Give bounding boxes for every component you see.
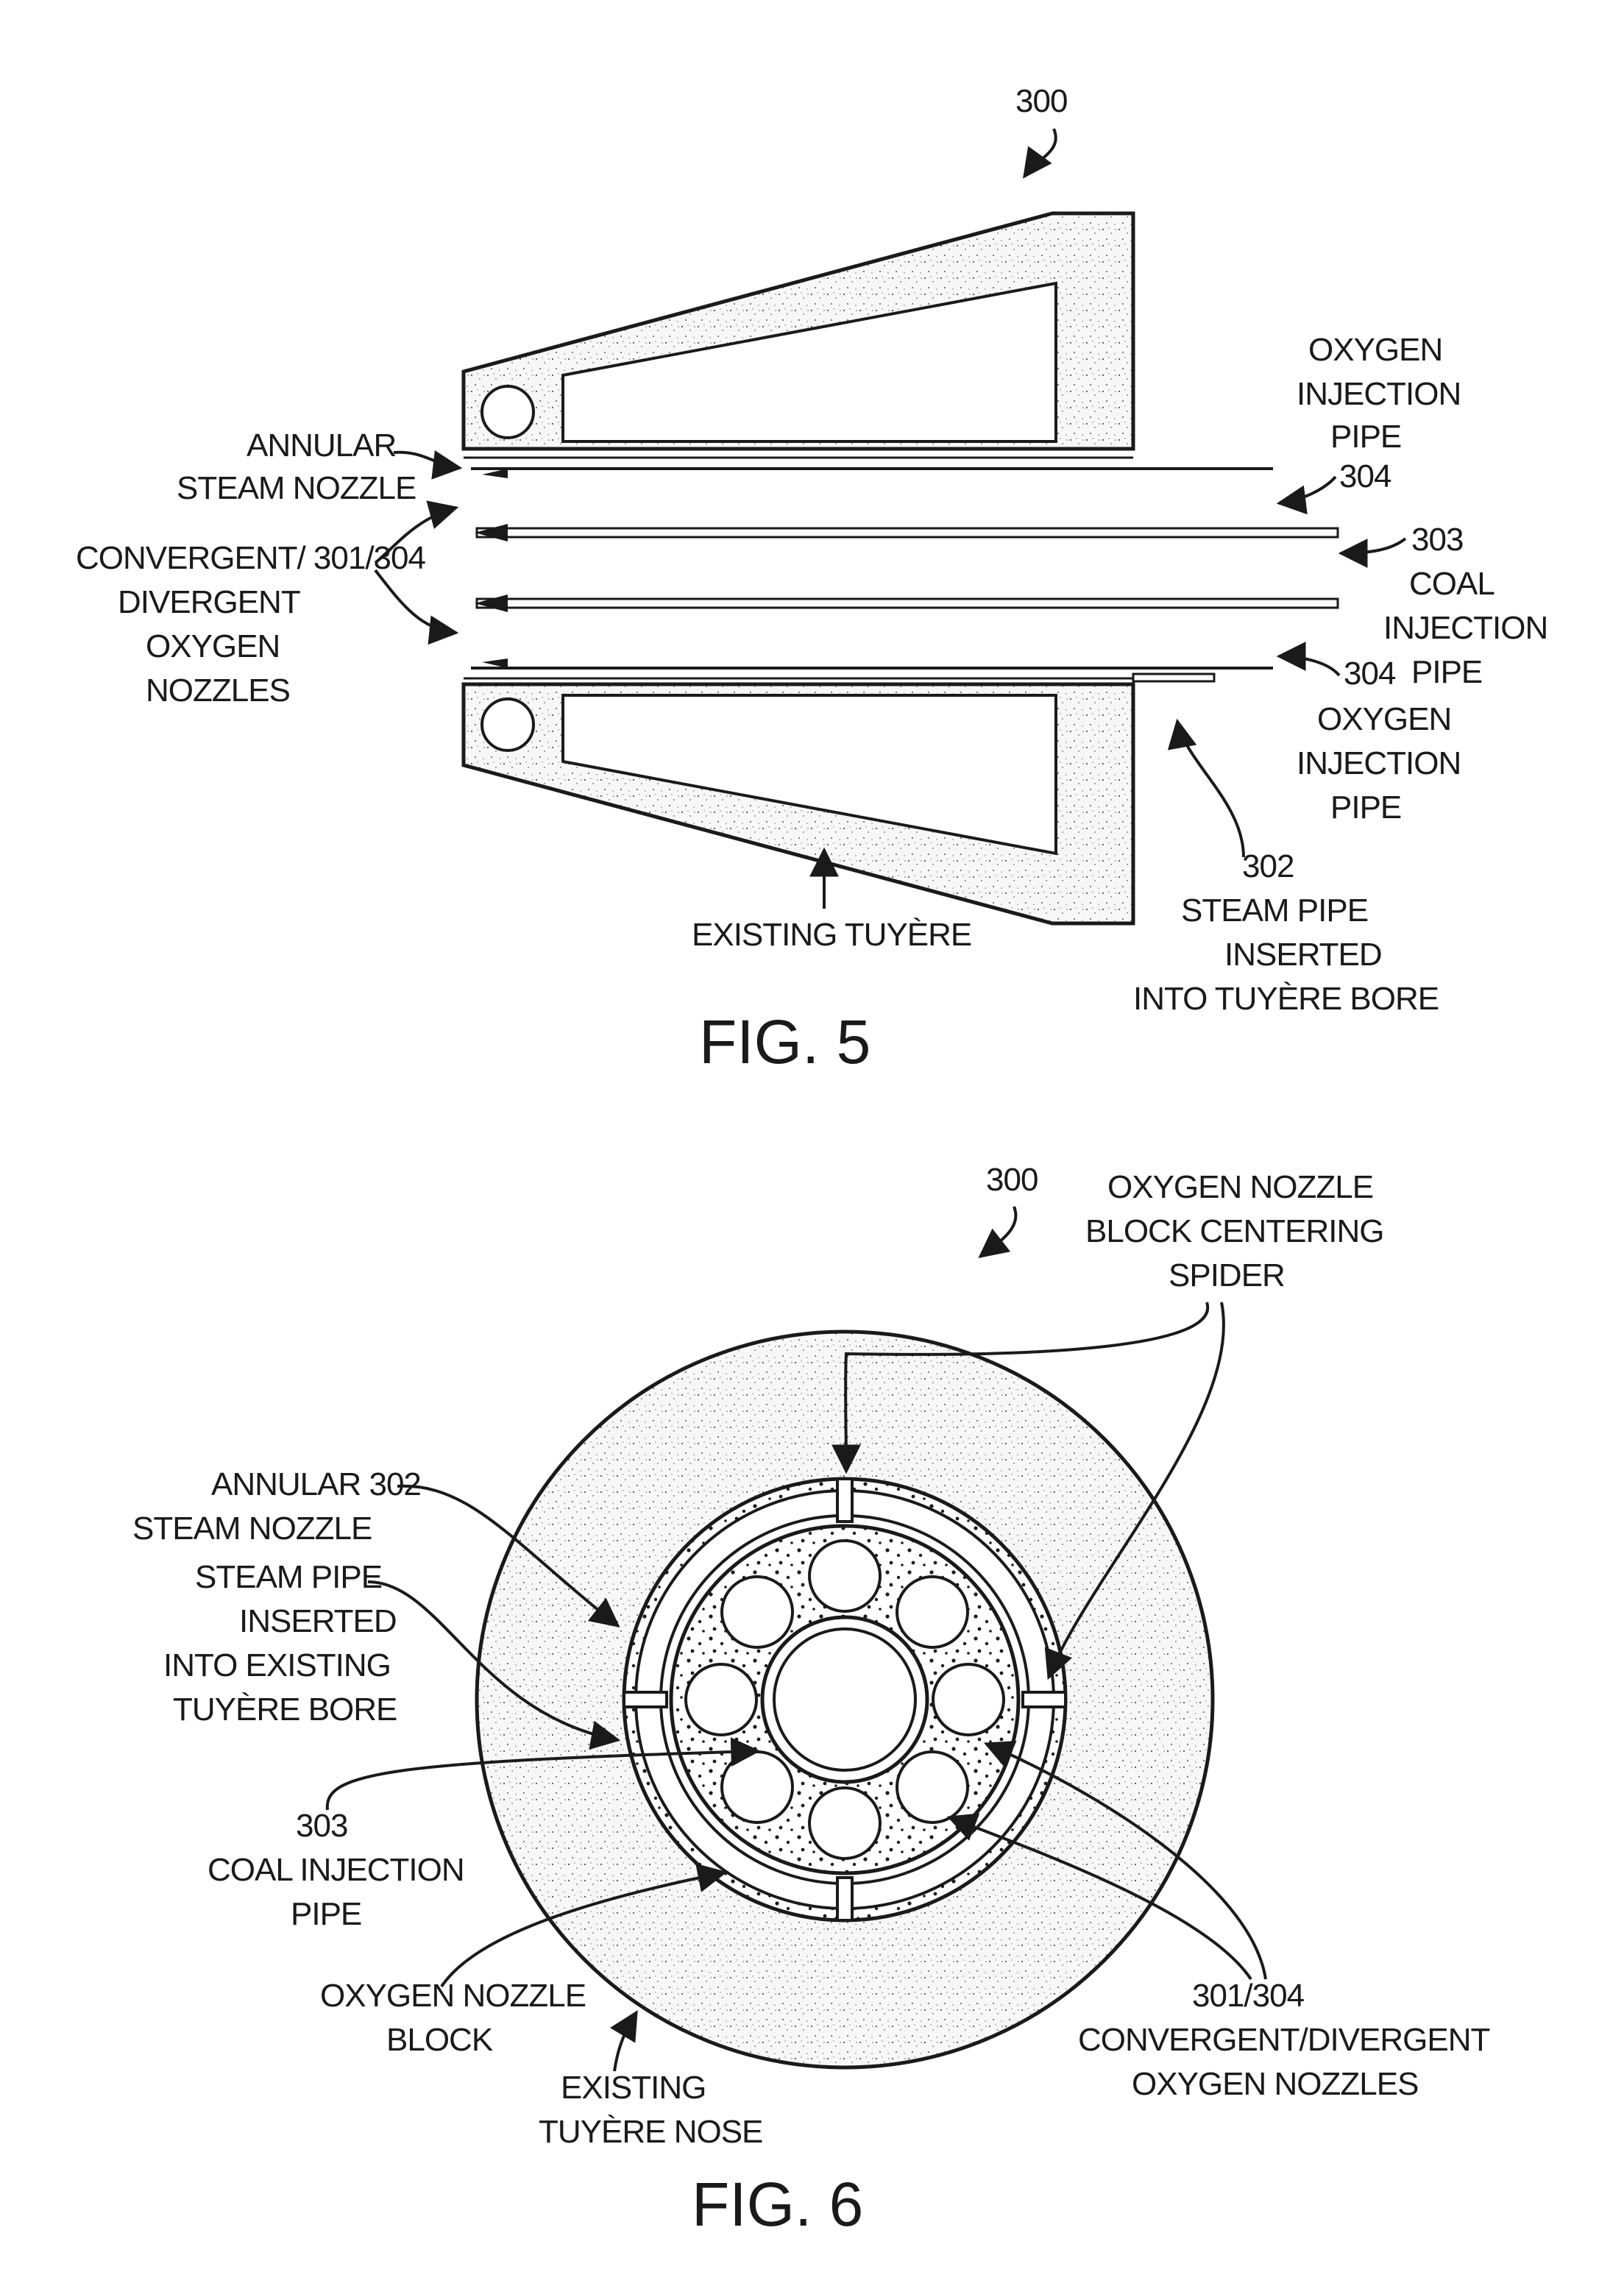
fig5-annular-steam-label: ANNULAR STEAM NOZZLE — [177, 427, 416, 506]
fig6-coal-pipe-label: 303 COAL INJECTION PIPE — [208, 1808, 472, 1932]
fig5-ref-303: 303 — [1411, 522, 1463, 558]
tuyere-upper-body — [464, 213, 1133, 449]
fig5-ref-304-bottom: 304 — [1344, 656, 1396, 692]
fig5-ref-300: 300 — [1015, 83, 1067, 119]
fig5-oxygen-pipe-top-label: OXYGEN INJECTION PIPE — [1297, 332, 1469, 455]
fig6-tuyere-nose-label: EXISTING TUYÈRE NOSE — [539, 2070, 762, 2150]
fig6-caption: FIG. 6 — [692, 2170, 863, 2239]
fig5-ref-302: 302 — [1242, 848, 1294, 884]
tuyere-lower-coolant-channel — [482, 699, 533, 750]
fig5-existing-tuyere-label: EXISTING TUYÈRE — [692, 917, 971, 953]
fig5-conv-div-label: CONVERGENT/ 301/304 DIVERGENT OXYGEN NOZ… — [76, 540, 433, 709]
fig5-oxygen-pipe-bottom-label: OXYGEN INJECTION PIPE — [1297, 701, 1469, 826]
tuyere-upper-coolant-channel — [482, 386, 533, 438]
fig6-spider-label: OXYGEN NOZZLE BLOCK CENTERING SPIDER — [1085, 1169, 1392, 1293]
fig5-pipes — [464, 458, 1338, 681]
fig5-steam-pipe-label: STEAM PIPE INSERTED INTO TUYÈRE BORE — [1133, 892, 1439, 1017]
figure-5: 300 — [76, 83, 1556, 1076]
fig5-caption: FIG. 5 — [699, 1007, 870, 1076]
figure-6: 300 — [132, 1162, 1497, 2239]
fig6-conv-div-label: 301/304 CONVERGENT/DIVERGENT OXYGEN NOZZ… — [1078, 1978, 1497, 2102]
fig5-ref-300-leader — [1024, 129, 1056, 177]
fig6-steam-pipe-label: STEAM PIPE INSERTED INTO EXISTING TUYÈRE… — [163, 1559, 405, 1728]
fig5-ref-304-top: 304 — [1339, 458, 1391, 494]
fig6-oxygen-block-label: OXYGEN NOZZLE BLOCK — [320, 1978, 594, 2058]
fig6-ref-300: 300 — [986, 1162, 1038, 1198]
fig6-annular-steam-label: ANNULAR 302 STEAM NOZZLE — [132, 1466, 429, 1547]
fig5-coal-pipe-label: COAL INJECTION PIPE — [1383, 566, 1556, 690]
tuyere-lower-body — [464, 684, 1133, 923]
